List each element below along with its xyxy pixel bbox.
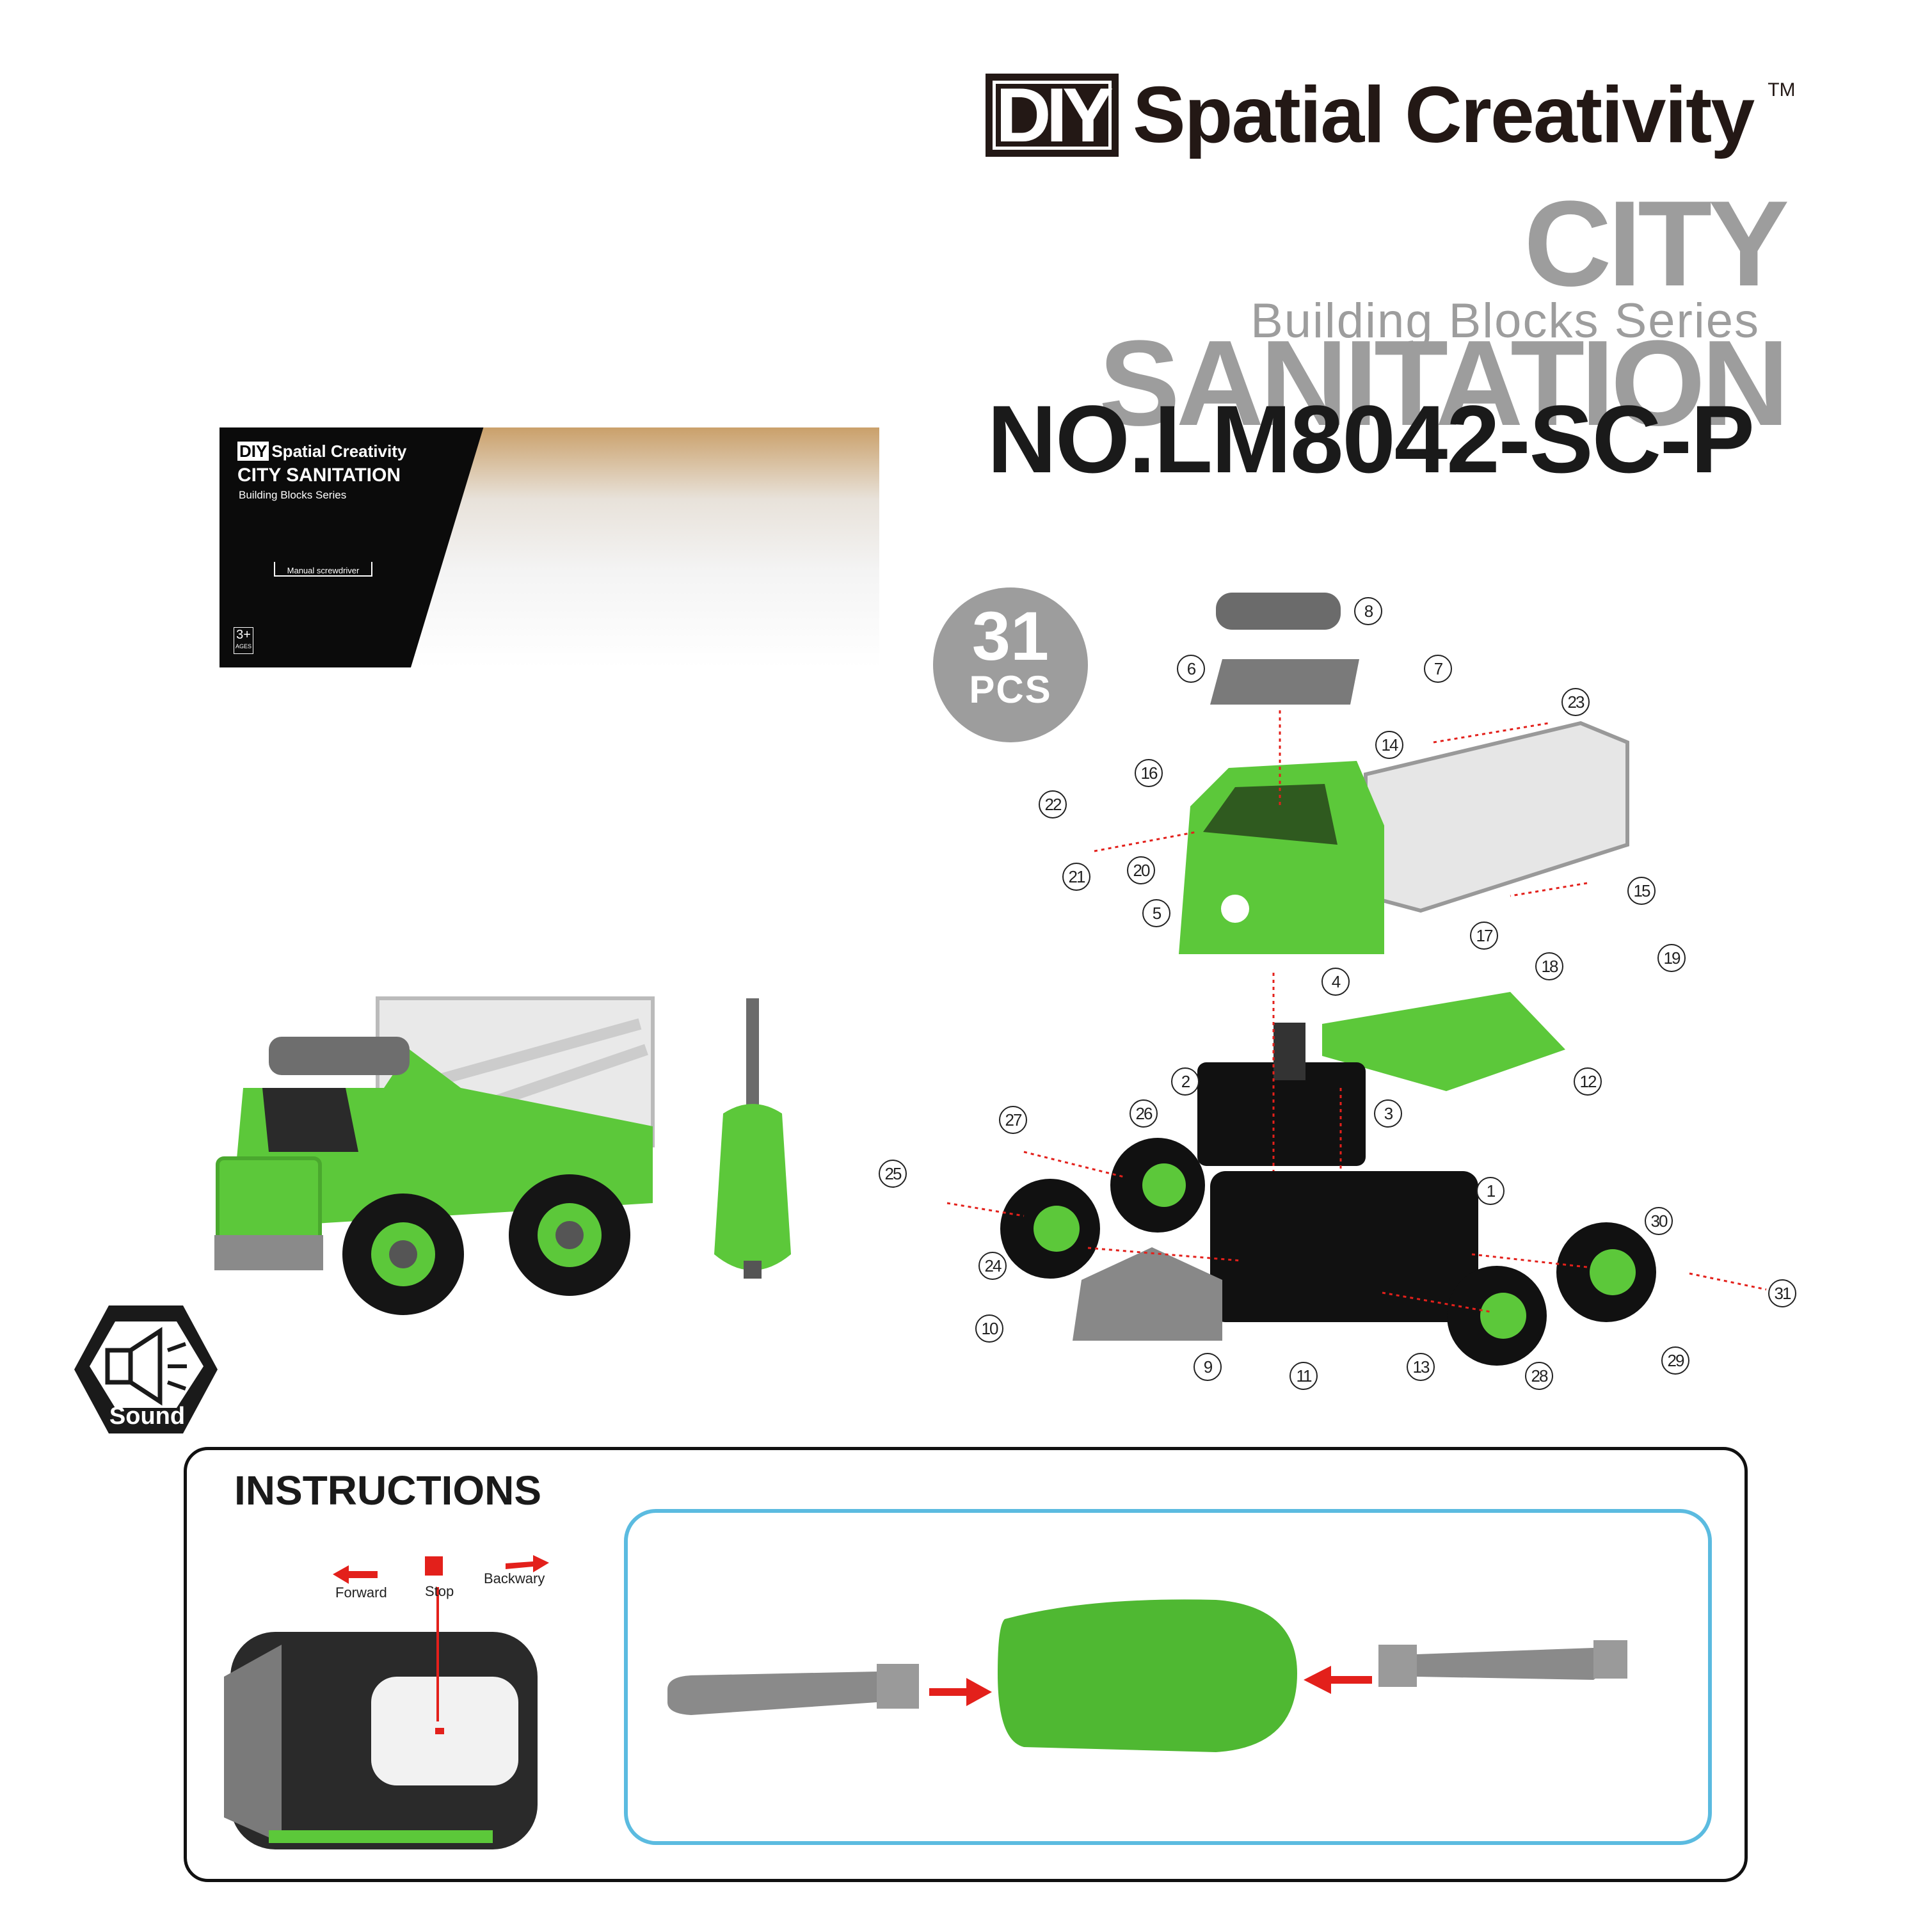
callout: 5 [1142,899,1170,927]
box-subtitle: Building Blocks Series [239,489,347,501]
instructions-panel [184,1447,1748,1882]
callout: 29 [1661,1346,1689,1375]
assembled-truck-image [214,996,655,1315]
callout: 24 [978,1252,1007,1280]
callout: 20 [1127,856,1155,884]
screwdriver-assembly [667,1599,1627,1752]
screwdriver-assembly-panel [624,1509,1712,1845]
callout: 14 [1375,731,1403,759]
piece-count-badge: 31 PCS [933,587,1088,742]
backward-label: Backwary [484,1570,545,1586]
piece-count-number: 31 [971,597,1050,675]
brand-logo: DIY Spatial Creativity TM [986,70,1796,159]
box-title: CITY SANITATION [237,465,401,486]
callout: 2 [1171,1067,1199,1096]
car-underside-image [224,1632,538,1849]
callout: 11 [1289,1362,1318,1390]
screwdriver-image [714,998,791,1279]
callout: 12 [1574,1067,1602,1096]
exploded-parts-diagram [946,593,1767,1366]
callout: 28 [1525,1362,1553,1390]
instructions-title: INSTRUCTIONS [234,1467,541,1513]
box-brand-name: Spatial Creativity [271,442,407,461]
stop-label: Stop [425,1583,454,1599]
callout: 22 [1039,790,1067,818]
direction-arrows [333,1555,549,1721]
callout: 25 [879,1160,907,1188]
callout: 13 [1407,1353,1435,1381]
callout: 26 [1130,1099,1158,1128]
callout: 4 [1321,968,1350,996]
sound-label: Sound [109,1403,186,1430]
box-tool-label: Manual screwdriver [274,562,372,577]
forward-label: Forward [335,1585,387,1601]
callout: 8 [1354,597,1382,625]
callout: 1 [1476,1177,1505,1205]
diy-logo: DIY [986,73,1119,157]
callout: 6 [1177,655,1205,683]
callout: 23 [1561,688,1590,716]
callout: 27 [999,1106,1027,1134]
age-badge: 3+AGES [234,627,254,654]
callout: 18 [1535,952,1563,980]
sound-badge [74,1305,218,1433]
callout: 9 [1194,1353,1222,1381]
callout: 21 [1062,863,1090,891]
callout: 3 [1374,1099,1402,1128]
age-value: 3+ [236,628,251,642]
product-subtitle: Building Blocks Series [1250,294,1760,348]
model-number: NO.LM8042-SC-P [987,385,1755,493]
piece-count-unit: PCS [969,668,1052,711]
trademark: TM [1768,79,1796,100]
brand-name: Spatial Creativity [1133,70,1755,159]
age-label: AGES [236,643,252,650]
callout: 10 [975,1314,1003,1343]
callout: 31 [1768,1279,1796,1307]
product-title: CITY SANITATION [1099,176,1789,451]
callout: 19 [1657,944,1686,972]
callout: 17 [1470,922,1498,950]
callout: 7 [1424,655,1452,683]
callout: 30 [1645,1207,1673,1235]
box-diy: DIY [237,442,269,461]
callout: 16 [1135,759,1163,787]
callout: 15 [1627,877,1656,905]
